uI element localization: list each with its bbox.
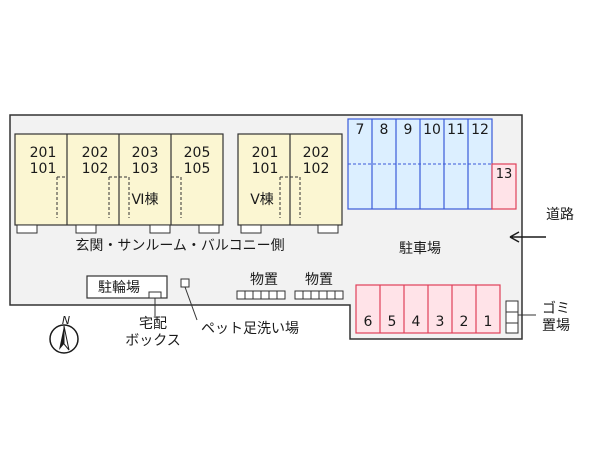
garbage-label-1: ゴミ <box>542 300 570 317</box>
building-v-name: Ⅴ棟 <box>250 192 274 208</box>
storage-shed-2 <box>294 290 344 300</box>
road-label: 道路 <box>546 207 574 223</box>
parking-space-13: 13 <box>496 167 513 182</box>
garbage-area <box>505 300 536 334</box>
compass-icon <box>49 324 79 354</box>
unit-v-1-lower: 101 <box>252 161 279 177</box>
parking-label: 駐車場 <box>399 240 441 257</box>
parking-space-2: 2 <box>460 314 469 330</box>
parking-space-12: 12 <box>471 122 489 138</box>
parking-space-4: 4 <box>412 314 421 330</box>
unit-vi-3-upper: 203 <box>132 145 159 161</box>
unit-v-2-upper: 202 <box>303 145 330 161</box>
delivery-box-label-1: 宅配 <box>139 316 167 332</box>
parking-space-9: 9 <box>404 122 413 138</box>
pet-wash-shape <box>180 278 190 288</box>
parking-space-7: 7 <box>356 122 365 138</box>
unit-vi-3-lower: 103 <box>132 161 159 177</box>
parking-space-1: 1 <box>484 314 493 330</box>
parking-space-8: 8 <box>380 122 389 138</box>
compass-north-label: N <box>62 314 70 327</box>
unit-v-2-lower: 102 <box>303 161 330 177</box>
bicycle-parking-label: 駐輪場 <box>98 279 140 296</box>
parking-space-11: 11 <box>447 122 465 138</box>
parking-space-3: 3 <box>436 314 445 330</box>
unit-vi-4-lower: 105 <box>184 161 211 177</box>
arrow-left-icon <box>509 231 546 243</box>
parking-space-5: 5 <box>388 314 397 330</box>
parking-space-6: 6 <box>364 314 373 330</box>
unit-vi-2-upper: 202 <box>82 145 109 161</box>
storage-shed-1 <box>236 290 286 300</box>
building-vi <box>14 133 224 234</box>
building-vi-name: Ⅵ棟 <box>132 192 159 208</box>
building-v <box>237 133 343 234</box>
storage-label-1: 物置 <box>250 272 278 288</box>
parking-block-pink <box>355 284 501 334</box>
parking-block-blue <box>347 118 493 210</box>
unit-vi-1-lower: 101 <box>30 161 57 177</box>
unit-vi-1-upper: 201 <box>30 145 57 161</box>
unit-vi-2-lower: 102 <box>82 161 109 177</box>
pet-wash-label: ペット足洗い場 <box>201 321 299 337</box>
unit-v-1-upper: 201 <box>252 145 279 161</box>
entrance-side-label: 玄関・サンルーム・バルコニー側 <box>75 237 284 254</box>
garbage-label-2: 置場 <box>542 318 570 334</box>
parking-space-13-box <box>491 163 517 210</box>
pet-wash-leader <box>184 286 198 321</box>
delivery-box-label-2: ボックス <box>125 333 181 349</box>
delivery-box-shape <box>148 291 162 299</box>
parking-space-10: 10 <box>423 122 441 138</box>
bicycle-parking-box <box>86 275 168 299</box>
unit-vi-4-upper: 205 <box>184 145 211 161</box>
storage-label-2: 物置 <box>305 272 333 288</box>
